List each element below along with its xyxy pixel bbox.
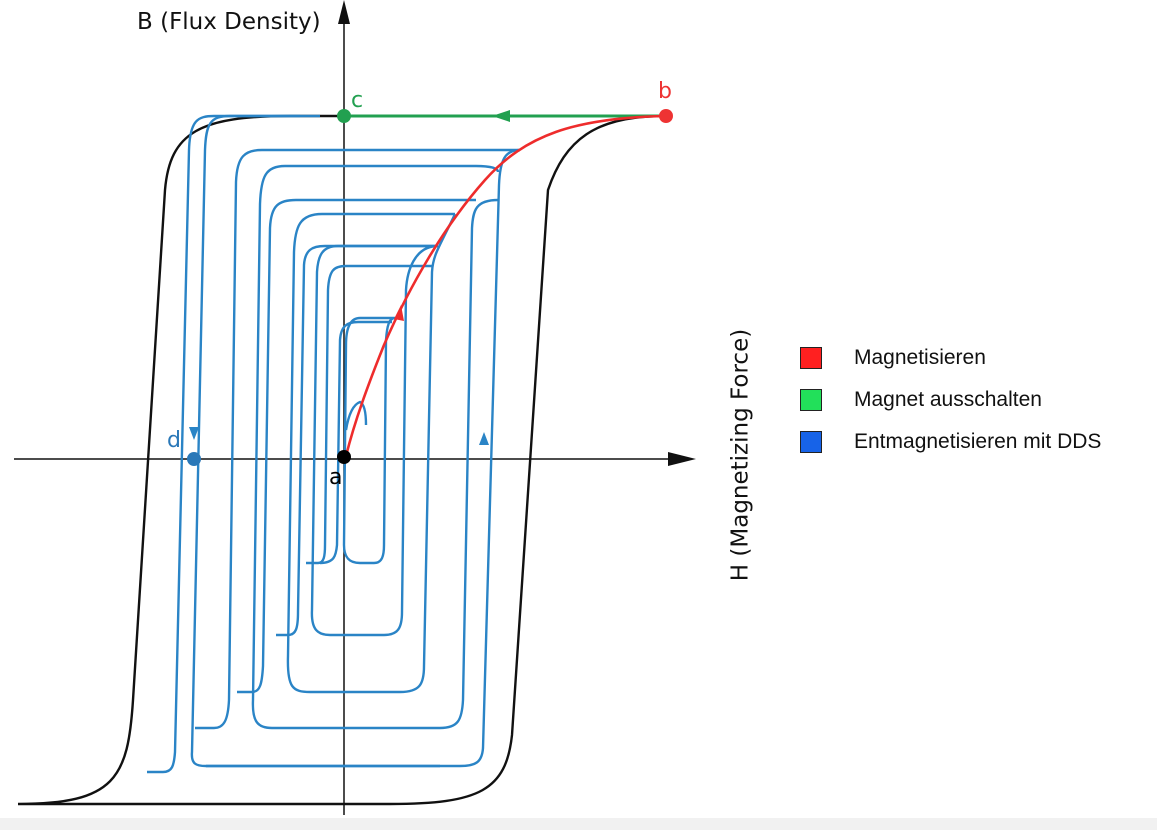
demag-loop-3-right — [251, 164, 500, 730]
demag-loop-4 — [276, 244, 438, 637]
point-label-b: b — [658, 79, 672, 104]
demag-loop-6-right — [342, 316, 396, 565]
point-label-c: c — [351, 88, 363, 113]
y-axis-title: B (Flux Density) — [137, 9, 321, 35]
legend-swatch-green — [800, 389, 822, 411]
demag-loop-6 — [319, 320, 392, 565]
x-axis-title: H (Magnetizing Force) — [728, 329, 754, 581]
demag-loop-2-right — [206, 148, 521, 768]
demag-loops — [147, 114, 521, 774]
demag-loop-1-left — [190, 114, 440, 768]
demag-loop-2 — [195, 148, 520, 730]
legend-swatch-red — [800, 347, 822, 369]
point-label-a: a — [329, 465, 342, 490]
legend-item-demagnetize: Entmagnetisieren mit DDS — [800, 421, 1101, 463]
switch-off-arrow — [492, 110, 510, 122]
legend-item-magnetize: Magnetisieren — [800, 337, 1101, 379]
y-axis-arrowhead — [338, 0, 350, 24]
point-b — [659, 109, 673, 123]
demag-loop-4-right — [286, 212, 457, 694]
legend: Magnetisieren Magnet ausschalten Entmagn… — [800, 337, 1101, 463]
magnetize-arrow — [394, 305, 404, 321]
down-arrow-d — [189, 427, 199, 440]
demag-loop-7 — [344, 400, 368, 431]
legend-swatch-blue — [800, 431, 822, 453]
legend-label: Magnet ausschalten — [854, 388, 1042, 411]
x-axis-arrowhead — [668, 452, 696, 466]
point-a — [337, 450, 351, 464]
legend-item-switch-off: Magnet ausschalten — [800, 379, 1101, 421]
magnetize-curve — [344, 114, 665, 457]
demag-loop-3 — [237, 198, 476, 694]
legend-label: Entmagnetisieren mit DDS — [854, 430, 1102, 453]
bottom-strip — [0, 818, 1157, 830]
point-d — [187, 452, 201, 466]
legend-label: Magnetisieren — [854, 346, 986, 369]
up-arrow-right — [479, 432, 489, 445]
demag-loop-5 — [306, 264, 432, 565]
demag-loop-1 — [147, 114, 320, 774]
point-c — [337, 109, 351, 123]
point-label-d: d — [167, 428, 181, 453]
demag-loop-5-right — [310, 244, 439, 637]
